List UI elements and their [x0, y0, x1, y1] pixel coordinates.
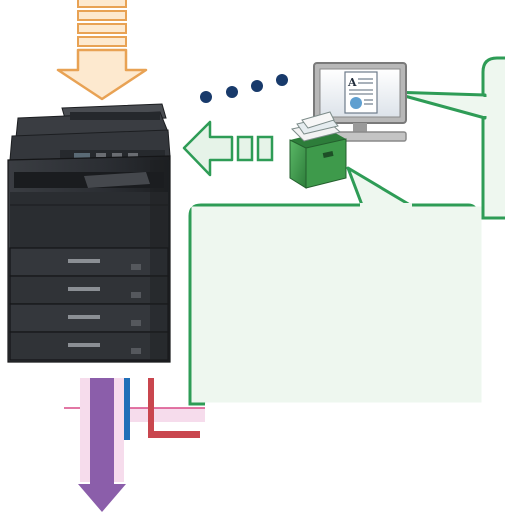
send-arrow [182, 120, 274, 177]
computer-monitor-icon: A [313, 62, 407, 142]
output-arrows [64, 378, 205, 512]
document-icon: A [344, 71, 378, 114]
input-arrow [56, 0, 148, 101]
document-box-callout-fill [191, 206, 482, 403]
document-box-folder-icon [289, 111, 347, 189]
computer-callout [481, 56, 505, 220]
multifunction-printer-icon [7, 103, 171, 363]
svg-text:A: A [347, 76, 357, 89]
document-box-callout-pointer [346, 166, 412, 207]
connection-dots [200, 74, 288, 103]
